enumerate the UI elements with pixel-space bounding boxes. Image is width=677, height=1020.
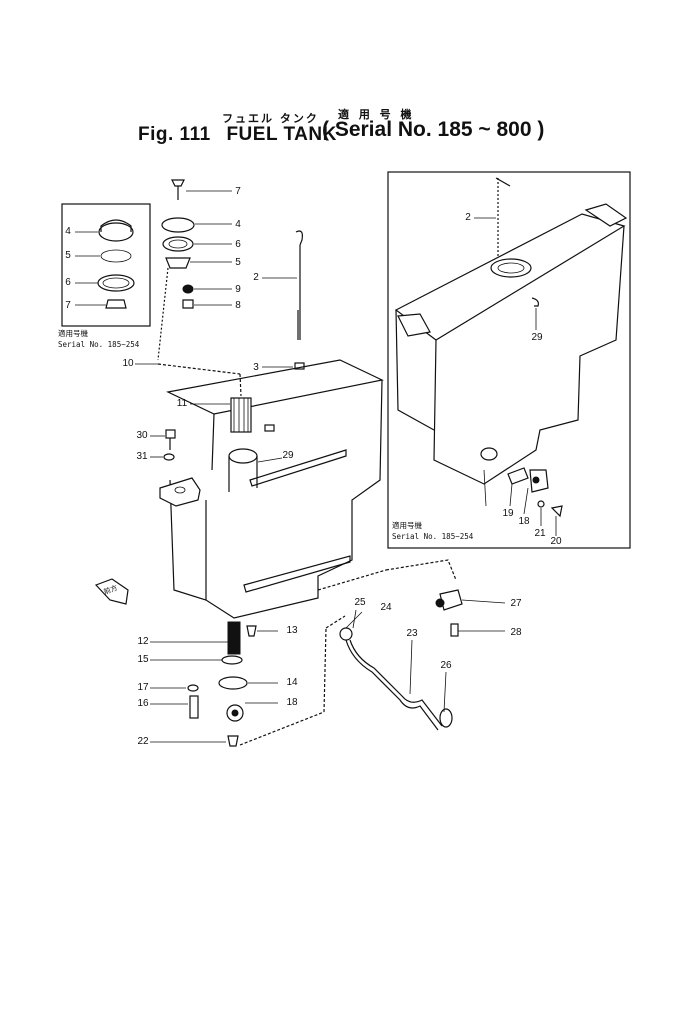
title-main: Fig. 111 FUEL TANK — [138, 124, 337, 146]
callout-13: 13 — [286, 625, 298, 636]
callout-14: 14 — [286, 677, 298, 688]
left-inset-parts — [75, 219, 135, 309]
callout-11: 11 — [176, 398, 188, 409]
callout-19: 19 — [502, 508, 514, 519]
title-katakana: フュエル タンク — [222, 112, 319, 125]
callout-29: 29 — [282, 450, 294, 461]
callout-3: 3 — [253, 362, 259, 373]
right-box-note: 適用号機 Serial No. 185~254 — [392, 520, 473, 542]
callout-2: 2 — [253, 272, 259, 283]
fuel-tank-body — [150, 359, 384, 619]
callout-16: 16 — [137, 698, 149, 709]
fuel-line-assembly — [317, 559, 506, 731]
callout-7-inset: 7 — [65, 300, 71, 311]
cap-stack — [135, 179, 232, 365]
right-inset-frame — [387, 171, 631, 549]
dipstick — [262, 230, 305, 370]
callout-9: 9 — [235, 284, 241, 295]
left-box-note: 適用号機 Serial No. 185~254 — [58, 328, 139, 350]
left-inset-frame — [61, 203, 151, 327]
callout-21: 21 — [534, 528, 546, 539]
callout-5: 5 — [235, 257, 241, 268]
callout-7: 7 — [235, 186, 241, 197]
callout-27: 27 — [510, 598, 522, 609]
callout-17: 17 — [137, 682, 149, 693]
callout-20: 20 — [550, 536, 562, 547]
callout-18-right: 18 — [518, 516, 530, 527]
callout-4-inset: 4 — [65, 226, 71, 237]
callout-6-inset: 6 — [65, 277, 71, 288]
callout-5-inset: 5 — [65, 250, 71, 261]
part-name: FUEL TANK — [226, 124, 337, 145]
fig-label: Fig. 111 — [138, 124, 211, 145]
left-box-note-serial: Serial No. 185~254 — [58, 340, 140, 349]
front-arrow-symbol — [94, 578, 129, 605]
callout-28: 28 — [510, 627, 522, 638]
right-inset-tank — [394, 177, 628, 536]
callout-12: 12 — [137, 636, 149, 647]
callout-22: 22 — [137, 736, 149, 747]
left-box-note-jp: 適用号機 — [58, 329, 88, 338]
callout-31: 31 — [136, 451, 148, 462]
callout-29-right: 29 — [531, 332, 543, 343]
callout-10: 10 — [122, 358, 134, 369]
callout-15: 15 — [137, 654, 149, 665]
title-bracket-jp: 適 用 号 機 — [338, 108, 415, 121]
callout-6: 6 — [235, 239, 241, 250]
callout-2-right: 2 — [465, 212, 471, 223]
right-box-note-jp: 適用号機 — [392, 521, 422, 530]
callout-25: 25 — [354, 597, 366, 608]
title-serial-range: ( Serial No. 185 ~ 800 ) — [322, 118, 545, 141]
callout-24: 24 — [380, 602, 392, 613]
callout-30: 30 — [136, 430, 148, 441]
callout-4: 4 — [235, 219, 241, 230]
callout-23: 23 — [406, 628, 418, 639]
callout-18: 18 — [286, 697, 298, 708]
right-box-note-serial: Serial No. 185~254 — [392, 532, 474, 541]
callout-26: 26 — [440, 660, 452, 671]
drain-assembly — [150, 621, 327, 747]
callout-8: 8 — [235, 300, 241, 311]
